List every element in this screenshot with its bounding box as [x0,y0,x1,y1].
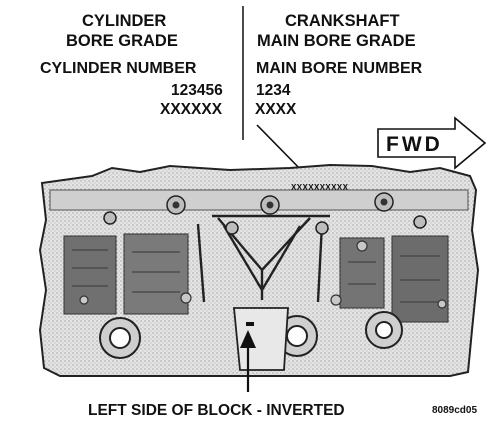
cylinder-digits: 123456 [171,82,223,99]
cavity-ribs [72,249,440,303]
center-tab [233,307,289,371]
main-bore-bosses [99,311,403,359]
center-brace [196,214,330,303]
stamp-code: XXXXXXXXXX [291,183,349,192]
fwd-arrow-outline [377,116,487,170]
cylinder-number-label: CYLINDER NUMBER [40,60,197,77]
main-bore-grades: XXXX [255,101,297,118]
cylinder-grades: XXXXXX [160,101,223,118]
crankshaft-header-line1: CRANKSHAFT [285,12,400,30]
small-lugs [79,240,447,309]
figure-id: 8089cd05 [432,405,478,416]
crankshaft-header-line2: MAIN BORE GRADE [257,32,416,50]
block-deck [49,189,469,211]
main-bore-digits: 1234 [256,82,291,99]
cylinder-header-line2: BORE GRADE [66,32,178,50]
cavity-1 [63,235,117,315]
fwd-label: FWD [386,133,443,156]
cavity-3 [339,237,385,309]
bore-stamp-mark [246,322,254,326]
engine-block: XXXXXXXXXX [38,163,480,377]
caption: LEFT SIDE OF BLOCK - INVERTED [88,402,345,419]
bolt-centers [172,198,388,209]
cylinder-header-line1: CYLINDER [82,12,167,30]
cavity-2 [123,233,189,315]
location-arrow-head [240,330,256,348]
main-bore-number-label: MAIN BORE NUMBER [256,60,423,77]
cavity-4 [391,235,449,323]
